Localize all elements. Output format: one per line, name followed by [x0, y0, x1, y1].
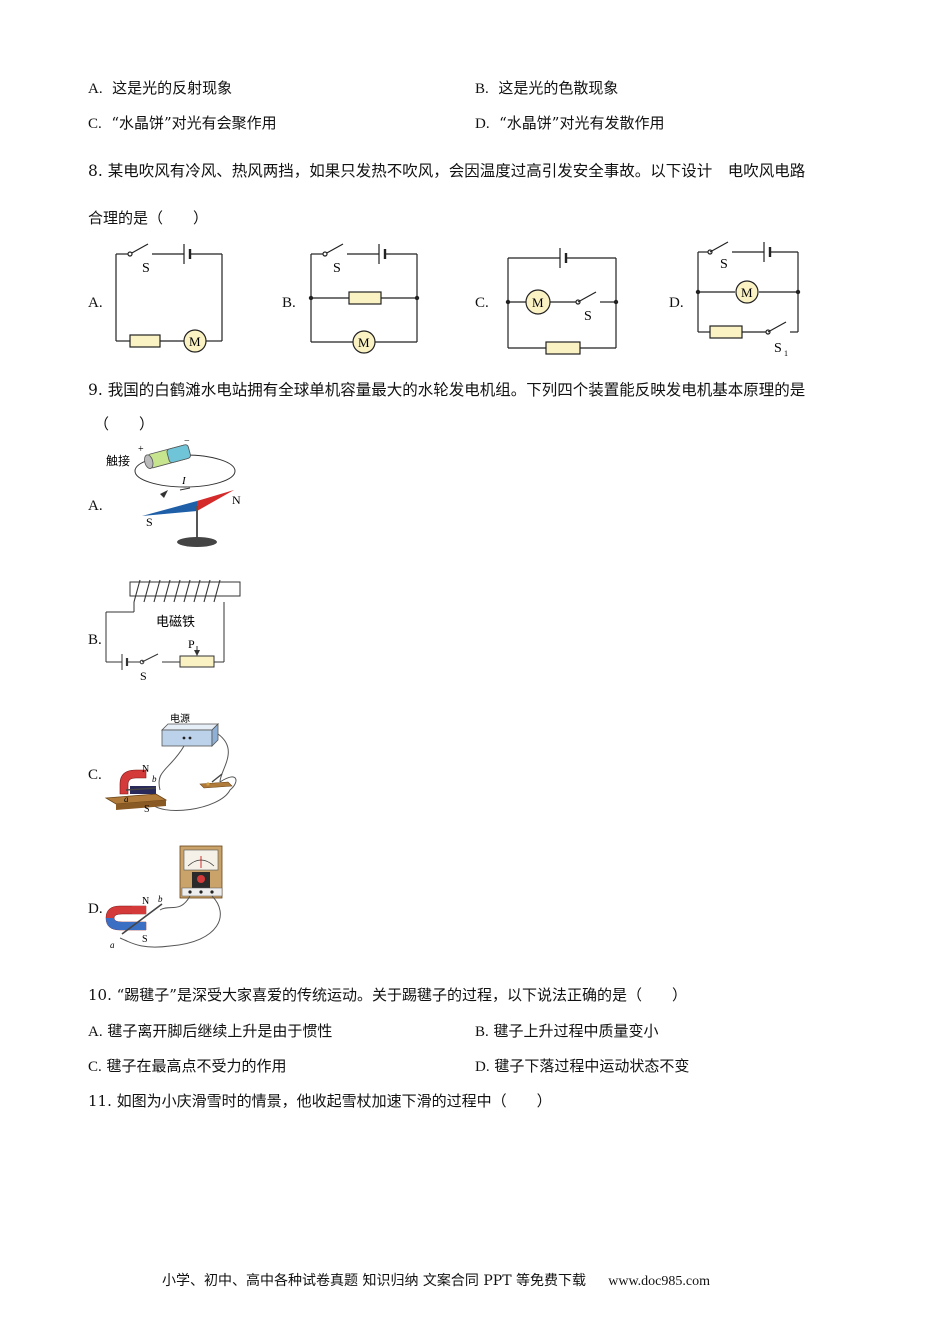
- q8d-switch1-label: S: [774, 341, 782, 356]
- q9c-power-label: 电源: [170, 712, 190, 725]
- q10-option-d: D. 毽子下落过程中运动状态不变: [475, 1057, 690, 1075]
- q10-option-c: C. 毽子在最高点不受力的作用: [88, 1057, 287, 1075]
- q9a-plus: +: [138, 444, 144, 455]
- q8-stem-line1: 8. 某电吹风有冷风、热风两挡，如果只发热不吹风，会因温度过高引发安全事故。以下…: [88, 162, 806, 180]
- q8-circuit-c: M S: [505, 248, 619, 355]
- q8d-switch-label: S: [720, 257, 728, 272]
- q8-label-a: A.: [88, 295, 103, 311]
- q11-stem: 11. 如图为小庆滑雪时的情景，他收起雪杖加速下滑的过程中（ ）: [88, 1092, 552, 1110]
- q8d-switch1-sub: 1: [784, 349, 788, 358]
- q8-label-d: D.: [669, 295, 684, 311]
- q9-figure-d: N S b a: [105, 845, 223, 950]
- q8d-motor-label: M: [741, 285, 753, 300]
- q8c-motor-label: M: [532, 295, 544, 310]
- q8-circuit-d: S M S 1: [695, 241, 801, 358]
- q7-option-b: B. 这是光的色散现象: [475, 79, 619, 97]
- q8-stem-line2: 合理的是（ ）: [88, 209, 209, 227]
- q9-figure-a: + − 触接 I S N: [106, 438, 241, 547]
- q9-label-c: C.: [88, 767, 102, 783]
- q9a-current-label: I: [181, 475, 187, 487]
- footer-url[interactable]: www.doc985.com: [608, 1274, 710, 1289]
- q9c-b-label: b: [152, 774, 157, 784]
- q7-option-c: C. “水晶饼”对光有会聚作用: [88, 114, 277, 132]
- q9a-s-label: S: [146, 515, 153, 529]
- q8-label-b: B.: [282, 295, 296, 311]
- q8b-motor-label: M: [358, 335, 370, 350]
- q7-option-d: D. “水晶饼”对光有发散作用: [475, 114, 665, 132]
- q9-stem-line1: 9. 我国的白鹤滩水电站拥有全球单机容量最大的水轮发电机组。下列四个装置能反映发…: [88, 381, 806, 399]
- q9a-n-label: N: [232, 493, 241, 507]
- footer-text: 小学、初中、高中各种试卷真题 知识归纳 文案合同 PPT 等免费下载: [162, 1273, 586, 1289]
- q9d-s-label: S: [142, 934, 148, 945]
- q9c-s-label: S: [144, 804, 150, 815]
- q10-option-a: A. 毽子离开脚后继续上升是由于惯性: [88, 1022, 333, 1040]
- q8-circuit-b: S M: [308, 243, 420, 354]
- q8a-motor-label: M: [189, 334, 201, 349]
- q9d-n-label: N: [142, 896, 149, 907]
- q9-label-d: D.: [88, 901, 103, 917]
- q9-stem-line2: （ ）: [94, 415, 155, 433]
- q9c-a-label: a: [124, 794, 129, 804]
- q8b-switch-label: S: [333, 261, 341, 276]
- q9-figure-b: 电磁铁 P S: [105, 579, 241, 683]
- q9a-touch-label: 触接: [106, 453, 130, 468]
- q9c-n-label: N: [142, 764, 149, 775]
- q8-circuit-a: S M: [115, 243, 223, 353]
- footer: 小学、初中、高中各种试卷真题 知识归纳 文案合同 PPT 等免费下载 www.d…: [162, 1270, 710, 1290]
- q9-label-b: B.: [88, 632, 102, 648]
- q9b-electromagnet-label: 电磁铁: [156, 614, 195, 629]
- q10-stem: 10. “踢毽子”是深受大家喜爱的传统运动。关于踢毽子的过程，以下说法正确的是（…: [88, 986, 687, 1004]
- q10-option-b: B. 毽子上升过程中质量变小: [475, 1022, 659, 1040]
- q8-label-c: C.: [475, 295, 489, 311]
- q8a-switch-label: S: [142, 261, 150, 276]
- q9b-s-label: S: [140, 669, 147, 683]
- q9d-b-label: b: [158, 894, 163, 904]
- q9a-minus: −: [184, 438, 190, 447]
- q8c-switch-label: S: [584, 309, 592, 324]
- q7-option-a: A. 这是光的反射现象: [88, 79, 233, 97]
- q9d-a-label: a: [110, 940, 115, 950]
- q9-label-a: A.: [88, 498, 103, 514]
- q9-figure-c: 电源 N S b a: [104, 712, 237, 815]
- q9b-p-label: P: [188, 637, 195, 651]
